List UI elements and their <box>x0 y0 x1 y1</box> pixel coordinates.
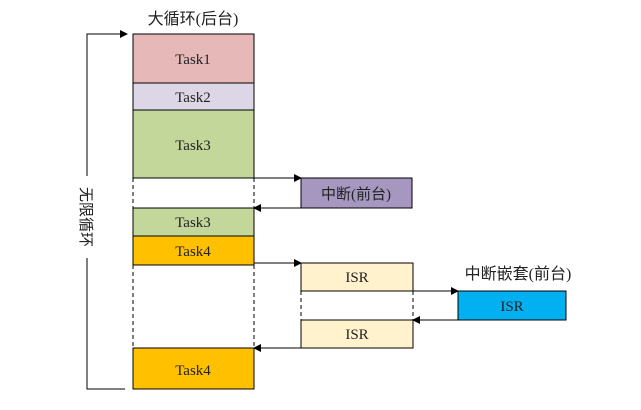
task4-resume-label: Task4 <box>175 363 211 379</box>
isr-resume-label: ISR <box>345 327 368 343</box>
loop-label-bg <box>80 176 94 258</box>
nested-isr-block <box>457 290 567 321</box>
nested-isr-label: ISR <box>500 299 523 315</box>
task1-label: Task1 <box>175 52 211 68</box>
task4-block <box>132 235 255 266</box>
isr-resume-block <box>300 319 414 349</box>
nested-label: 中断嵌套(前台) <box>465 265 572 283</box>
task3-resume-label: Task3 <box>175 215 211 231</box>
task2-label: Task2 <box>175 90 211 106</box>
task3-resume-block <box>132 207 255 237</box>
title: 大循环(后台) <box>148 10 239 28</box>
task4-label: Task4 <box>175 244 211 260</box>
task1-block <box>132 33 255 84</box>
task4-resume-block <box>132 347 255 390</box>
isr-block <box>300 262 414 292</box>
task2-block <box>132 82 255 111</box>
task3-label: Task3 <box>175 138 211 154</box>
isr-label: ISR <box>345 270 368 286</box>
task3-block <box>132 109 255 179</box>
loop-label: 无限循环 <box>77 187 94 247</box>
interrupt-label: 中断(前台) <box>321 186 391 203</box>
interrupt-block <box>300 177 413 209</box>
